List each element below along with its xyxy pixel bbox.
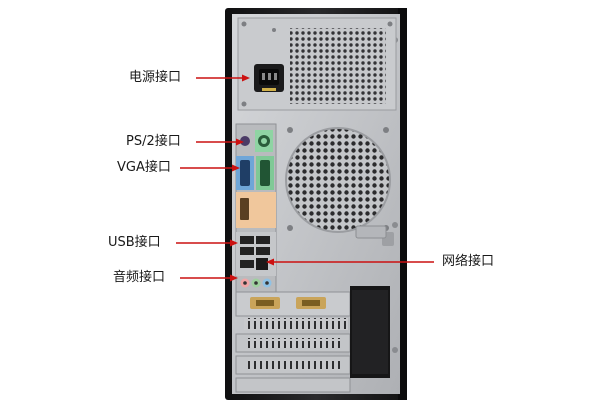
- label-audio: 音频接口: [113, 270, 166, 285]
- network-arrowhead: [266, 258, 274, 266]
- label-vga: VGA接口: [117, 160, 171, 175]
- audio-jacks: [240, 278, 272, 288]
- power-arrowhead: [242, 74, 250, 82]
- label-usb: USB接口: [108, 235, 161, 250]
- power-socket: [254, 64, 284, 92]
- usb-arrowhead: [230, 239, 238, 247]
- fan-grille-icon: [285, 127, 391, 233]
- audio-arrowhead: [230, 274, 238, 282]
- label-ps2: PS/2接口: [126, 134, 181, 149]
- ps2-arrowhead: [236, 138, 244, 146]
- usb-ports: [240, 236, 270, 270]
- label-network: 网络接口: [442, 254, 495, 269]
- label-power: 电源接口: [129, 70, 182, 85]
- power-supply-unit: [237, 17, 397, 111]
- expansion-slots: [235, 286, 390, 393]
- io-shield: [235, 123, 277, 301]
- vga-arrowhead: [232, 164, 240, 172]
- annotation-arrows: [176, 74, 434, 282]
